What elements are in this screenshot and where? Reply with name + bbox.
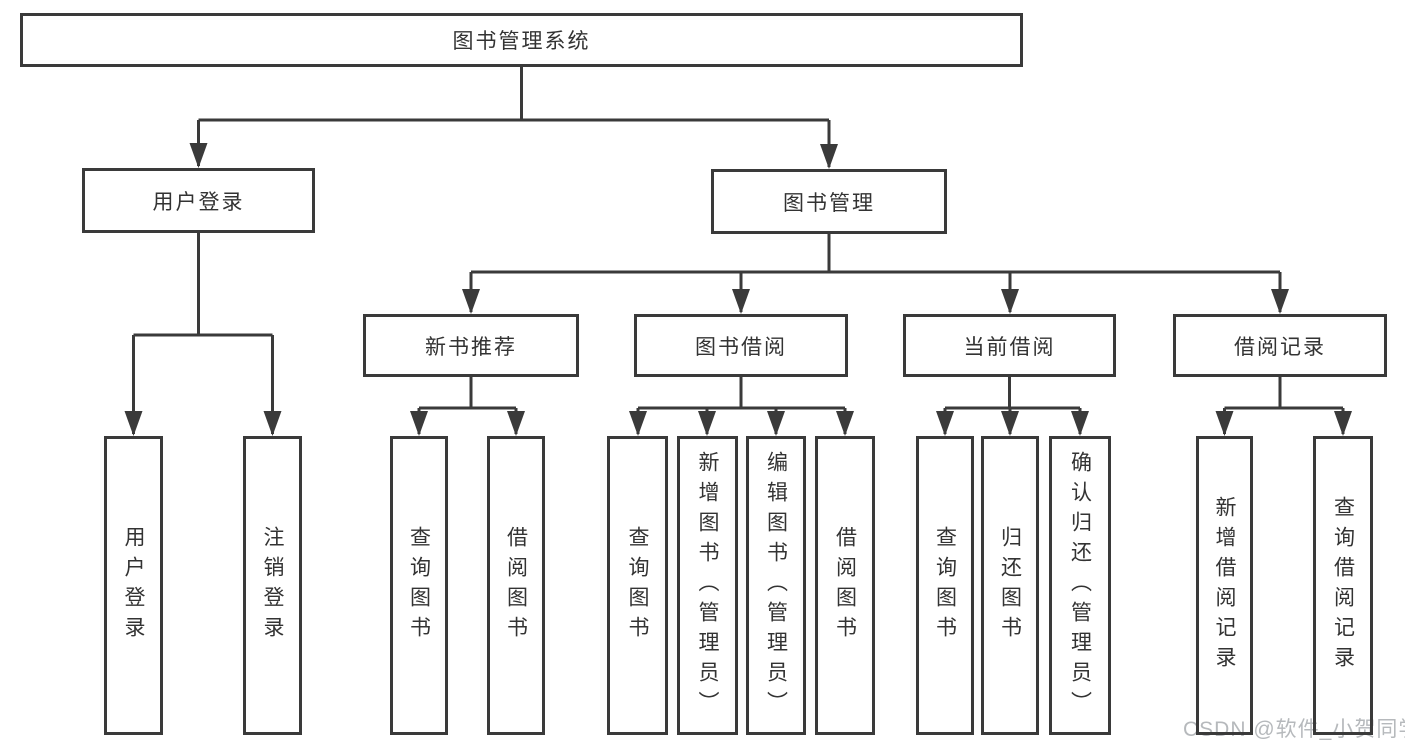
arrow-down-icon	[629, 411, 647, 436]
node-book-management: 图书管理	[711, 169, 947, 234]
leaf-query-books-borrow: 查询图书	[607, 436, 668, 735]
node-new-book-recommendation: 新书推荐	[363, 314, 579, 377]
leaf-confirm-return-admin: 确认归还（管理员）	[1049, 436, 1111, 735]
arrow-down-icon	[1215, 411, 1234, 436]
arrow-down-icon	[698, 411, 716, 436]
node-label: 查询图书	[407, 525, 431, 646]
leaf-query-books-recommend: 查询图书	[390, 436, 448, 735]
arrow-down-icon	[836, 411, 854, 436]
arrow-down-icon	[462, 289, 480, 314]
node-label: 借阅图书	[504, 525, 528, 646]
arrow-down-icon	[767, 411, 785, 436]
node-label: 图书借阅	[695, 335, 787, 359]
arrow-down-icon	[124, 411, 143, 436]
arrow-down-icon	[1001, 411, 1019, 436]
node-label: 新增借阅记录	[1213, 495, 1236, 676]
arrow-down-icon	[507, 411, 525, 436]
arrow-down-icon	[1271, 289, 1289, 314]
leaf-borrow-books-recommend: 借阅图书	[487, 436, 545, 735]
node-library-management-system: 图书管理系统	[20, 13, 1023, 67]
arrow-down-icon	[1071, 411, 1089, 436]
arrow-down-icon	[1001, 289, 1019, 314]
arrow-down-icon	[263, 411, 282, 436]
node-label: 查询图书	[626, 525, 649, 646]
leaf-logout: 注销登录	[243, 436, 302, 735]
leaf-borrow-books: 借阅图书	[815, 436, 875, 735]
node-borrowing-records: 借阅记录	[1173, 314, 1387, 377]
leaf-add-books-admin: 新增图书（管理员）	[677, 436, 738, 735]
arrow-down-icon	[410, 411, 428, 436]
arrow-down-icon	[1334, 411, 1352, 436]
arrowheads	[124, 143, 1352, 436]
node-current-borrowing: 当前借阅	[903, 314, 1116, 377]
node-label: 用户登录	[122, 525, 145, 646]
node-label: 注销登录	[261, 525, 284, 646]
node-label: 当前借阅	[963, 335, 1056, 359]
node-label: 编辑图书（管理员）	[764, 450, 788, 721]
leaf-user-login: 用户登录	[104, 436, 163, 735]
node-label: 新增图书（管理员）	[696, 450, 719, 721]
csdn-watermark: CSDN @软件_小贺同学	[1183, 718, 1405, 741]
node-user-login: 用户登录	[82, 168, 315, 233]
connector-path	[132, 67, 1345, 434]
arrow-down-icon	[189, 143, 208, 168]
node-label: 图书管理系统	[452, 30, 591, 53]
leaf-return-books: 归还图书	[981, 436, 1039, 735]
node-label: 用户登录	[152, 190, 245, 214]
leaf-edit-books-admin: 编辑图书（管理员）	[746, 436, 806, 735]
node-label: 借阅记录	[1234, 335, 1326, 359]
node-label: 新书推荐	[425, 335, 517, 359]
leaf-query-books-current: 查询图书	[916, 436, 974, 735]
node-label: 确认归还（管理员）	[1068, 450, 1092, 721]
leaf-add-borrow-record: 新增借阅记录	[1196, 436, 1253, 735]
leaf-query-borrow-record: 查询借阅记录	[1313, 436, 1373, 735]
arrow-down-icon	[820, 144, 838, 169]
node-label: 借阅图书	[833, 525, 857, 646]
node-book-borrowing: 图书借阅	[634, 314, 848, 377]
node-label: 图书管理	[783, 191, 875, 215]
arrow-down-icon	[732, 289, 750, 314]
arrow-down-icon	[936, 411, 954, 436]
node-label: 查询图书	[933, 525, 957, 646]
node-label: 归还图书	[998, 525, 1022, 646]
node-label: 查询借阅记录	[1331, 495, 1355, 676]
